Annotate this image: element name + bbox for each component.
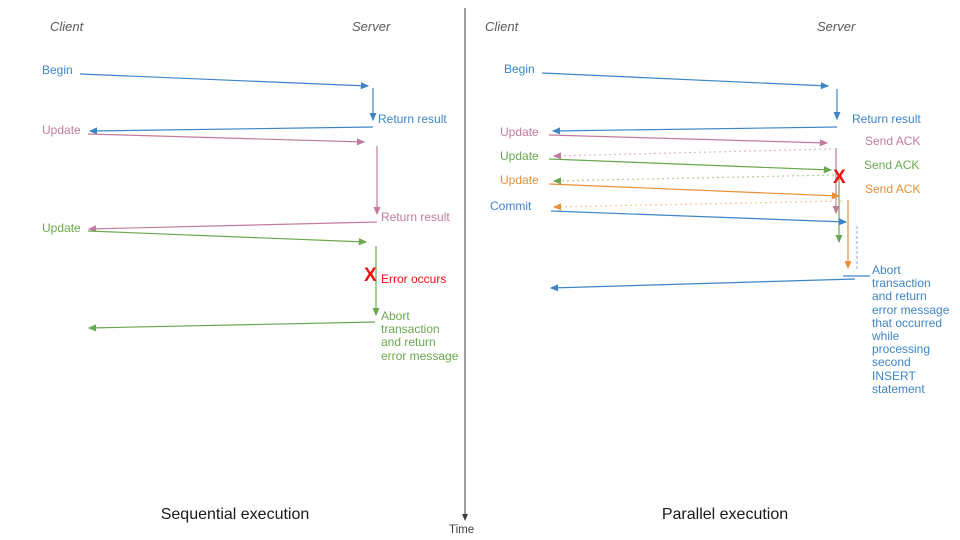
- par-error-x-mark: X: [833, 167, 846, 188]
- par-update-1-label: Update: [500, 125, 539, 139]
- seq-return-result-1-label: Return result: [378, 112, 447, 126]
- par-send-ack-1-label: Send ACK: [865, 134, 921, 148]
- par-begin-request-arrow: [541, 72, 830, 90]
- seq-abort-message: Abort transaction and return error messa…: [381, 309, 459, 363]
- par-begin-response-arrow: [551, 126, 838, 135]
- seq-error-x-mark: X: [364, 265, 377, 286]
- par-commit-request-arrow: [550, 210, 848, 226]
- par-update2-ack-arrow: [552, 174, 835, 185]
- seq-abort-response-arrow: [87, 321, 376, 332]
- par-abort-response-arrow: [549, 278, 856, 292]
- seq-update-1-label: Update: [42, 123, 81, 137]
- par-update-2-label: Update: [500, 149, 539, 163]
- seq-begin-request-arrow: [79, 73, 370, 90]
- par-update1-ack-arrow: [552, 148, 832, 160]
- seq-begin-response-arrow: [88, 126, 374, 135]
- par-update3-ack-arrow: [552, 200, 843, 211]
- par-update3-request-arrow: [548, 183, 841, 200]
- seq-return-result-2-label: Return result: [381, 210, 450, 224]
- seq-update1-request-arrow: [87, 133, 366, 146]
- par-send-ack-2-label: Send ACK: [864, 158, 920, 172]
- seq-begin-label: Begin: [42, 63, 73, 77]
- par-commit-label: Commit: [490, 199, 532, 213]
- par-update1-request-arrow: [548, 134, 829, 147]
- time-axis-label: Time: [449, 524, 475, 536]
- seq-update2-request-arrow: [87, 230, 368, 246]
- par-begin-label: Begin: [504, 62, 535, 76]
- par-panel-title: Parallel execution: [661, 506, 789, 523]
- par-server-header: Server: [817, 19, 856, 34]
- seq-server-header: Server: [352, 19, 391, 34]
- seq-update-2-label: Update: [42, 221, 81, 235]
- par-return-result-label: Return result: [852, 112, 921, 126]
- par-client-header: Client: [485, 19, 519, 34]
- par-abort-message: Abort transaction and return error messa…: [872, 263, 950, 396]
- par-update2-request-arrow: [548, 158, 833, 174]
- par-send-ack-3-label: Send ACK: [865, 182, 921, 196]
- seq-panel-title: Sequential execution: [160, 506, 310, 523]
- seq-update1-response-arrow: [87, 221, 378, 233]
- seq-error-occurs-label: Error occurs: [381, 272, 447, 286]
- par-update-3-label: Update: [500, 173, 539, 187]
- seq-client-header: Client: [50, 19, 84, 34]
